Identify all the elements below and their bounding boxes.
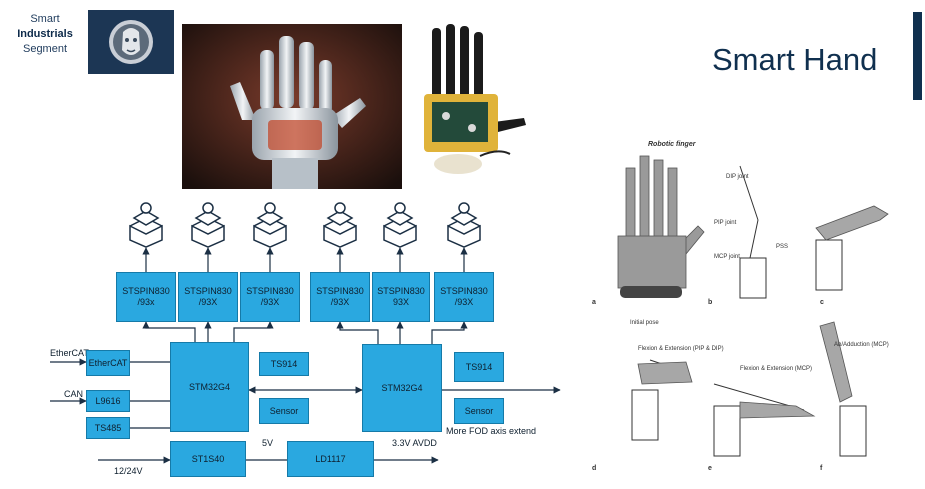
motor-icon xyxy=(248,200,292,248)
voltage-input-label: 12/24V xyxy=(114,466,143,476)
motor-icon xyxy=(378,200,422,248)
can-input-label: CAN xyxy=(64,389,84,399)
panel-label: a xyxy=(592,299,596,306)
ethercat-input-label: EtherCAT xyxy=(50,348,89,358)
initial-pose-label: Initial pose xyxy=(630,320,659,326)
robotic-finger-figure: Robotic finger DIP joint PIP joint MCP j… xyxy=(590,128,918,484)
ethercat-block: EtherCAT xyxy=(86,350,130,376)
robot-head-logo xyxy=(88,10,174,74)
sensor-block-1: Sensor xyxy=(259,398,309,424)
joint-label: DIP joint xyxy=(726,174,749,180)
joint-label: PIP joint xyxy=(714,220,737,226)
motor-icon xyxy=(124,200,168,248)
motor-driver-block: STSPIN830 /93X xyxy=(178,272,238,322)
sensor-block-2: Sensor xyxy=(454,398,504,424)
rs485-block: TS485 xyxy=(86,417,130,439)
motion-label: Flexion & Extension (PIP & DIP) xyxy=(638,346,724,352)
robotic-hand-photo xyxy=(182,24,402,189)
joint-label: MCP joint xyxy=(714,254,740,260)
segment-line-3: Segment xyxy=(22,43,68,55)
avdd-label: 3.3V AVDD xyxy=(392,438,437,448)
segment-label: Smart Industrials Segment xyxy=(8,12,82,57)
figure-title: Robotic finger xyxy=(648,141,697,148)
motor-driver-block: STSPIN830 93X xyxy=(372,272,430,322)
title-accent-bar xyxy=(913,12,922,100)
segment-line-1: Smart xyxy=(30,13,60,25)
can-transceiver-block: L9616 xyxy=(86,390,130,412)
fod-extend-label: More FOD axis extend xyxy=(446,426,537,436)
five-volt-label: 5V xyxy=(262,438,274,448)
buck-regulator-block: ST1S40 xyxy=(170,441,246,477)
motor-driver-block: STSPIN830 /93X xyxy=(240,272,300,322)
motion-label: Ab/Adduction (MCP) xyxy=(834,342,889,348)
motor-icon xyxy=(318,200,362,248)
page-title: Smart Hand xyxy=(712,42,878,77)
motor-icon xyxy=(442,200,486,248)
motor-driver-block: STSPIN830 /93x xyxy=(116,272,176,322)
segment-line-2: Industrials xyxy=(17,28,73,40)
panel-label: c xyxy=(820,299,824,306)
panel-label: d xyxy=(592,465,596,472)
panel-label: b xyxy=(708,299,712,306)
motor-driver-block: STSPIN830 /93X xyxy=(434,272,494,322)
motor-driver-block: STSPIN830 /93X xyxy=(310,272,370,322)
motor-icon xyxy=(186,200,230,248)
opamp-block-1: TS914 xyxy=(259,352,309,376)
mcu-block-2: STM32G4 xyxy=(362,344,442,432)
robot-gripper-photo xyxy=(414,24,528,180)
opamp-block-2: TS914 xyxy=(454,352,504,382)
panel-label: e xyxy=(708,465,712,472)
panel-label: f xyxy=(820,465,823,472)
joint-label: PSS xyxy=(776,244,788,250)
motion-label: Flexion & Extension (MCP) xyxy=(740,366,812,372)
mcu-block-1: STM32G4 xyxy=(170,342,249,432)
ldo-regulator-block: LD1117 xyxy=(287,441,374,477)
